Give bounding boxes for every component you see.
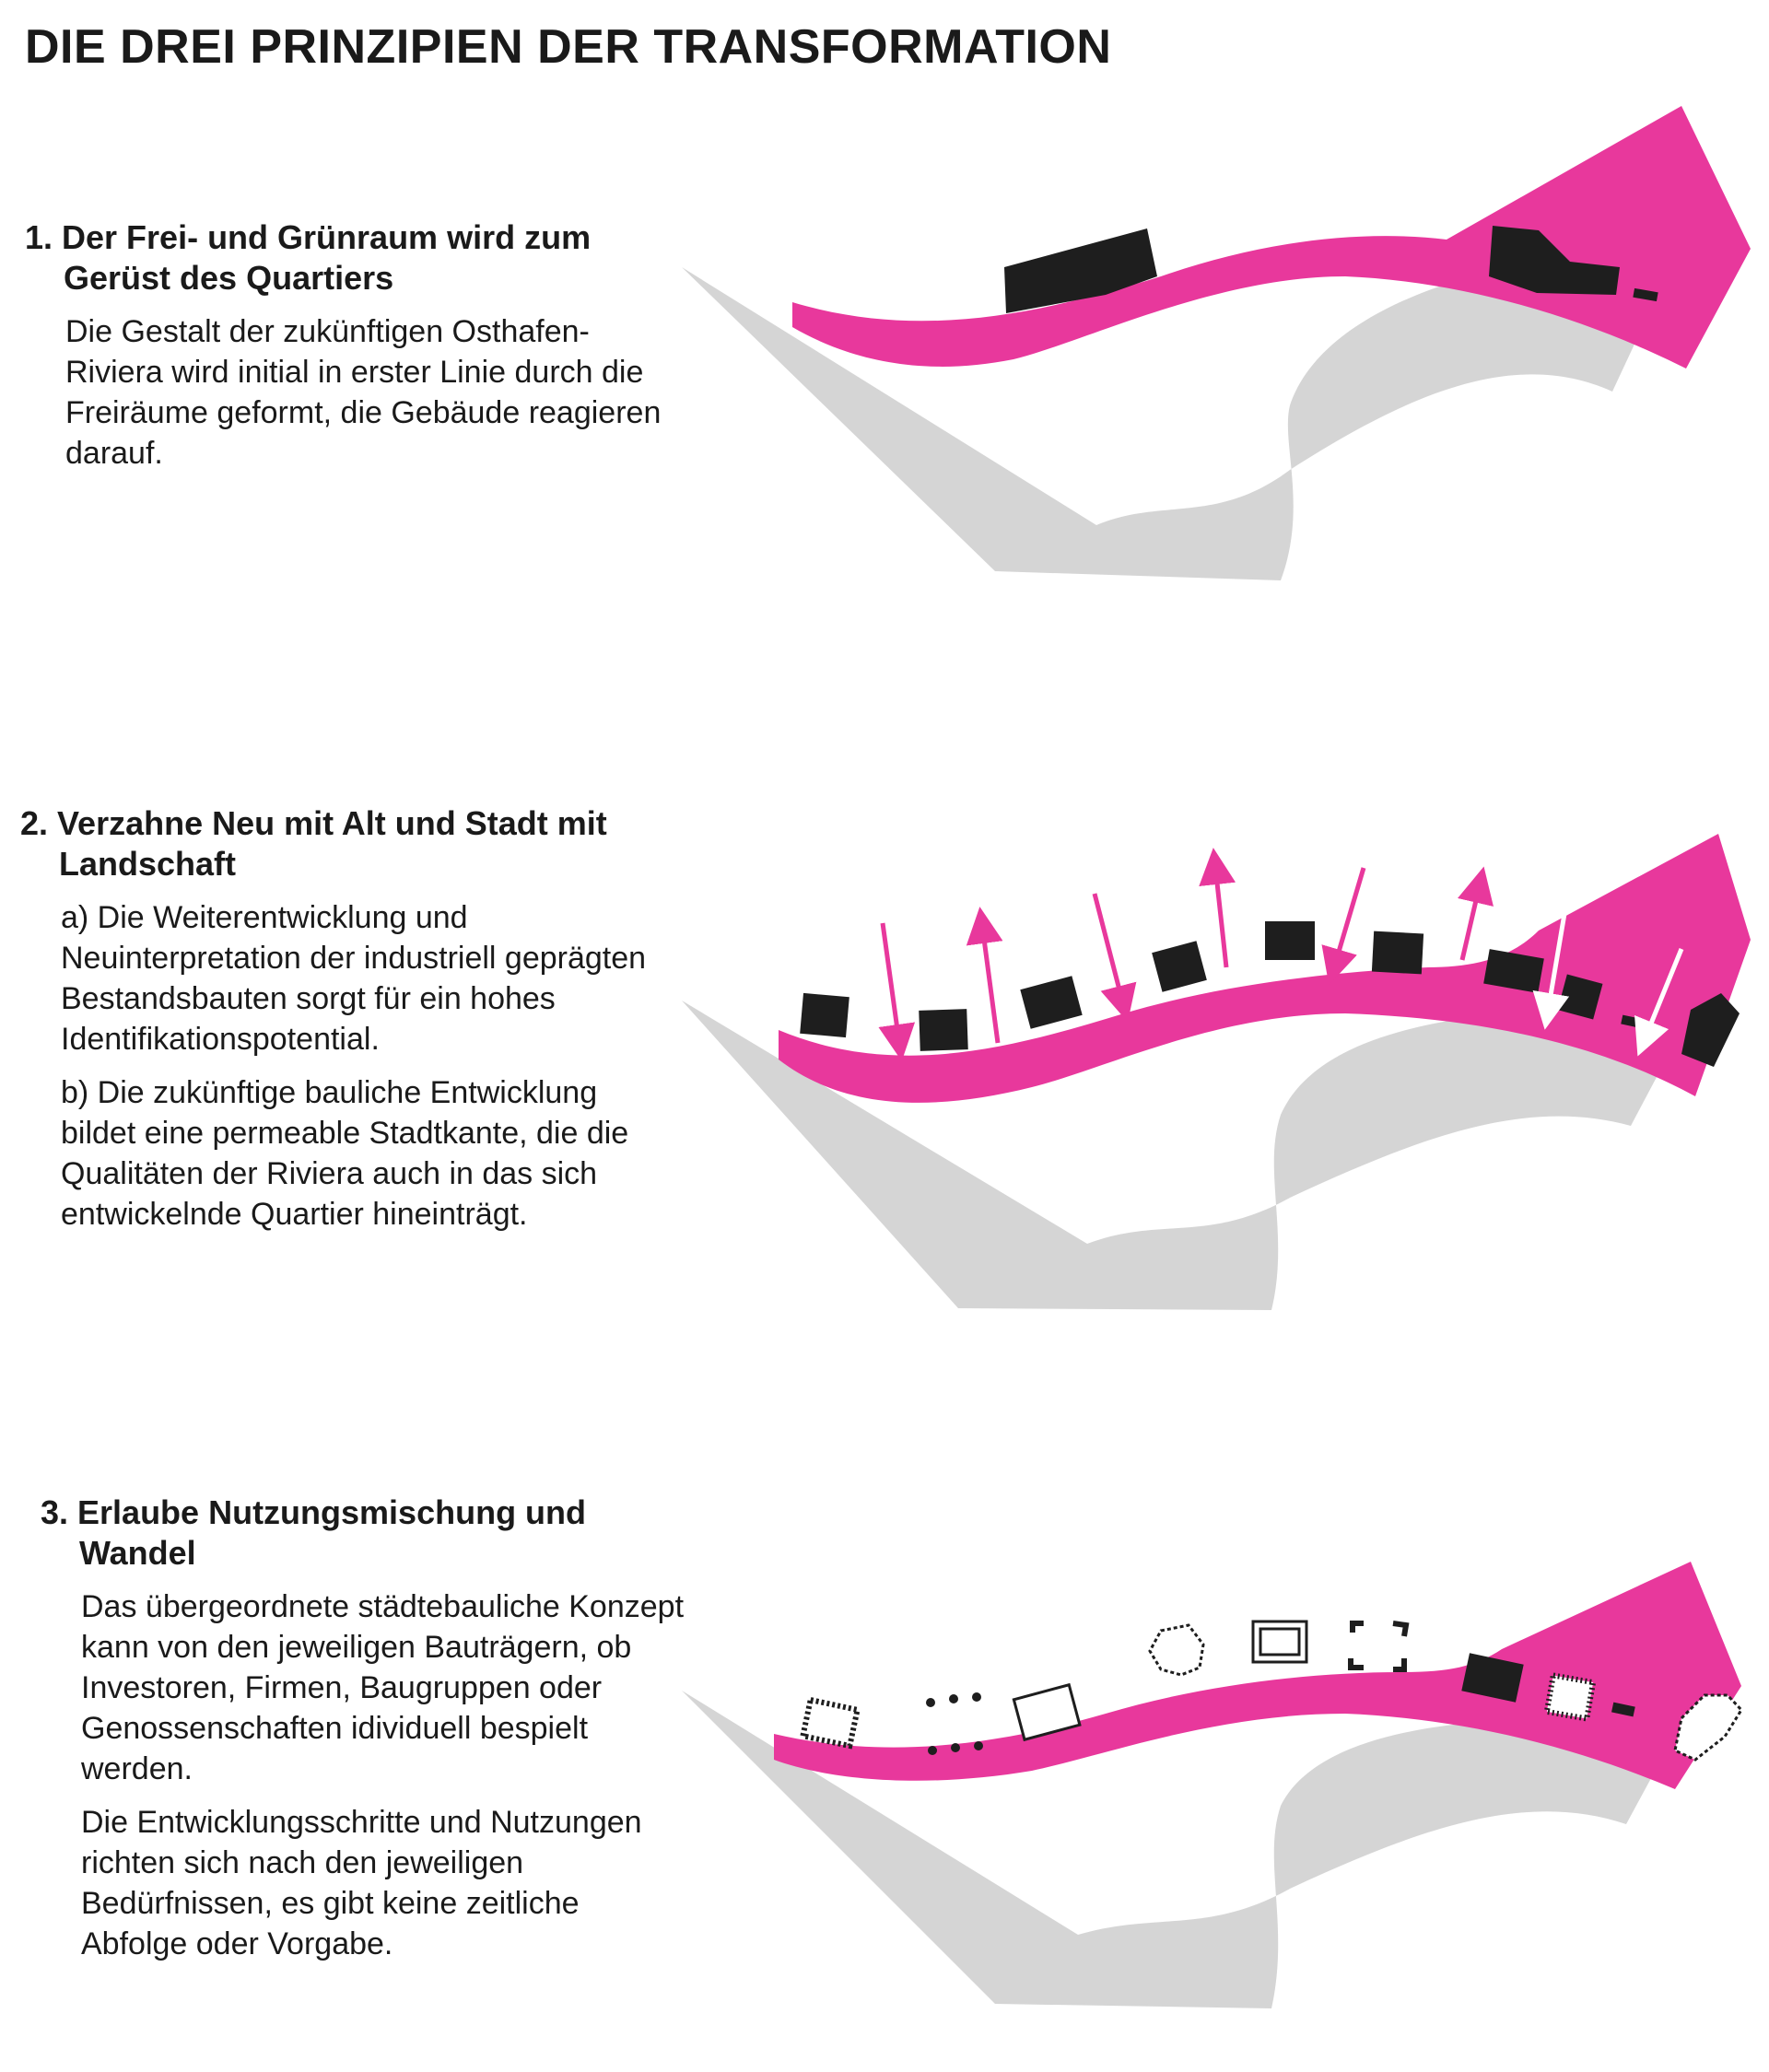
existing-building: [1681, 993, 1740, 1067]
ground-area: [682, 1001, 1695, 1310]
existing-building: [1004, 228, 1157, 313]
building-corners: [1348, 1621, 1410, 1672]
existing-building: [1265, 921, 1315, 960]
principle-3-text: 3. Erlaube Nutzungsmischung und Wandel D…: [41, 1493, 685, 1977]
existing-building: [800, 992, 849, 1038]
building-pixelated: [1673, 1693, 1743, 1762]
building-hatched: [1543, 1672, 1597, 1722]
building-dotted: [926, 1692, 983, 1755]
page-title: DIE DREI PRINZIPIEN DER TRANSFORMATION: [25, 20, 1112, 74]
principle-2-text: 2. Verzahne Neu mit Alt und Stadt mit La…: [20, 803, 665, 1247]
connection-arrow: [966, 907, 1003, 1044]
connection-arrow: [878, 922, 916, 1061]
connection-arrow: [1458, 866, 1494, 961]
connection-arrow: [1199, 848, 1236, 968]
connection-arrow: [1092, 893, 1137, 1023]
building-pixelated: [1148, 1623, 1205, 1677]
green-corridor: [774, 1562, 1741, 1789]
principle-1-heading: 1. Der Frei- und Grünraum wird zum Gerüs…: [25, 218, 592, 297]
existing-building: [1483, 949, 1544, 993]
principle-2-heading: 2. Verzahne Neu mit Alt und Stadt mit La…: [20, 804, 607, 883]
existing-building: [1371, 931, 1424, 975]
connection-arrow: [1532, 902, 1570, 1030]
ground-area: [682, 1691, 1686, 2008]
existing-building: [1020, 976, 1083, 1029]
principle-3-paragraph-2: Die Entwicklungsschritte und Nutzungen r…: [81, 1805, 642, 1961]
building-double-outline: [1251, 1620, 1308, 1664]
small-building: [1611, 1702, 1635, 1717]
principle-1-text: 1. Der Frei- und Grünraum wird zum Gerüs…: [25, 217, 670, 486]
principle-2-paragraph-b: b) Die zukünftige bauliche Entwicklung b…: [61, 1075, 629, 1232]
existing-building: [1489, 226, 1620, 295]
principle-3-paragraph-1: Das übergeordnete städtebauliche Konzept…: [81, 1589, 685, 1786]
connection-arrow: [1634, 948, 1684, 1057]
principle-3-heading: 3. Erlaube Nutzungsmischung und Wandel: [41, 1493, 587, 1572]
building-outline: [1012, 1682, 1082, 1742]
existing-building: [919, 1009, 968, 1051]
existing-building: [1152, 941, 1207, 992]
principle-1-diagram: [682, 106, 1751, 580]
ground-area: [682, 253, 1677, 580]
principle-1-paragraph-1: Die Gestalt der zukünftigen Osthafen-Riv…: [65, 314, 662, 471]
existing-building: [1461, 1653, 1524, 1703]
principle-2-diagram: [682, 834, 1751, 1310]
building-hatched: [799, 1696, 861, 1750]
connection-arrow: [1321, 867, 1366, 986]
principle-2-paragraph-a: a) Die Weiterentwicklung und Neuinterpre…: [61, 900, 647, 1057]
small-building: [1633, 287, 1658, 302]
principle-3-diagram: [682, 1562, 1743, 2008]
green-corridor: [792, 106, 1751, 369]
